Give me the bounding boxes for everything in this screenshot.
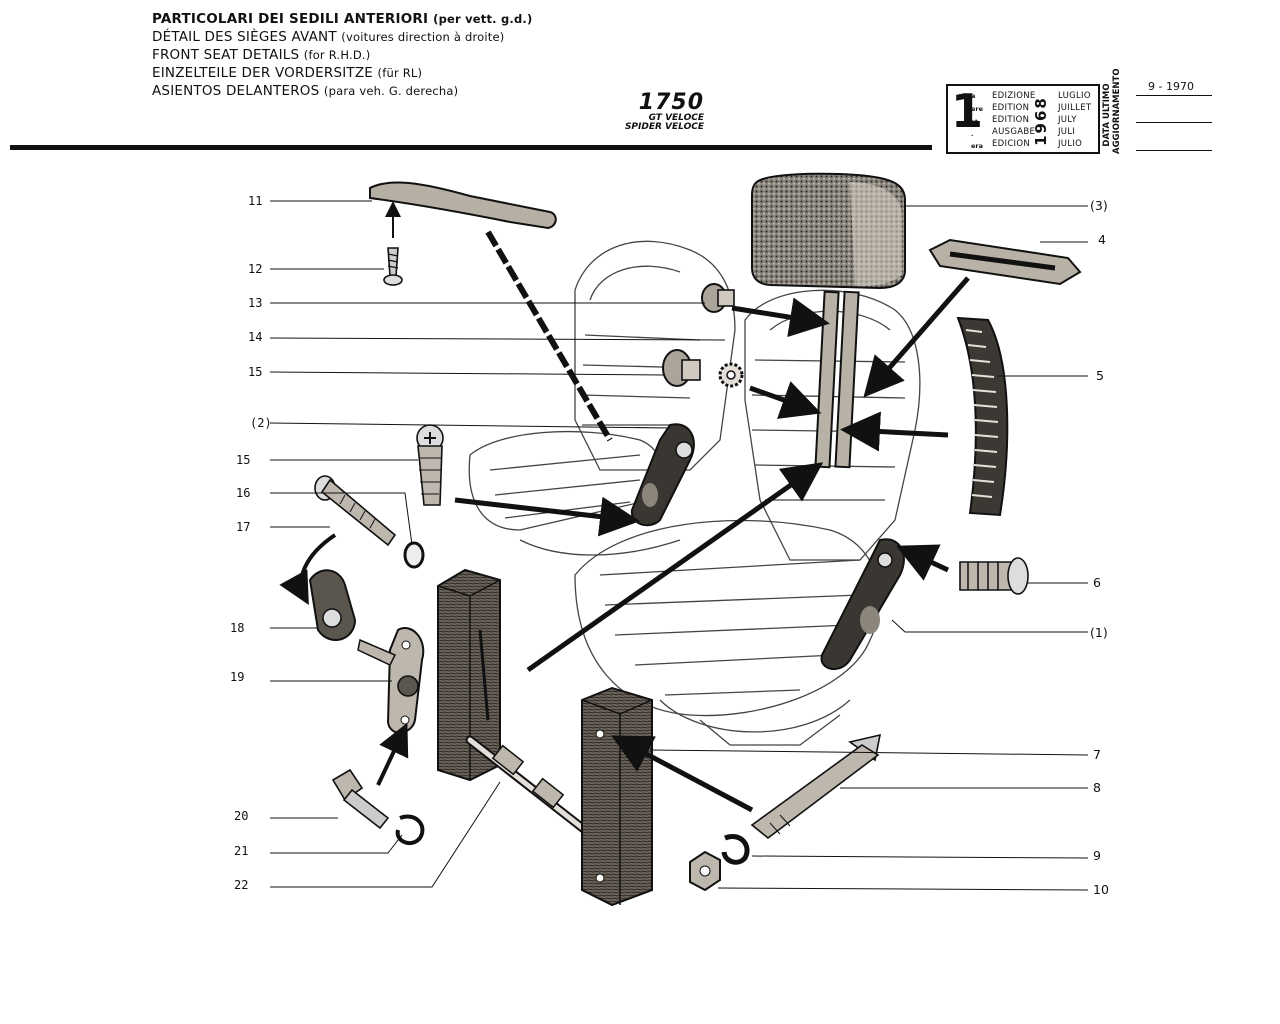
countersunk-bolt — [959, 557, 1029, 595]
callout-label: 12 — [248, 262, 262, 276]
callout-label: 9 — [1093, 848, 1101, 863]
callout-label: 10 — [1093, 882, 1109, 897]
rack-strip — [956, 316, 1009, 517]
washer — [721, 834, 750, 865]
header-rule — [10, 145, 932, 150]
edition-suffix: st — [971, 118, 978, 126]
callout-label: (1) — [1090, 625, 1108, 640]
edition-box: 1 a ere st . era EDIZIONE EDITION EDITIO… — [946, 84, 1100, 154]
callout-label: 17 — [236, 520, 250, 534]
callout-label: 16 — [236, 486, 250, 500]
trim-strip — [369, 181, 557, 230]
callout-label: 18 — [230, 621, 244, 635]
edition-suffix: a — [971, 92, 976, 100]
phillips-bolt — [416, 424, 444, 506]
edition-month: LUGLIO — [1058, 91, 1091, 101]
wood-block-right — [581, 686, 653, 907]
edition-month: JULI — [1058, 127, 1076, 137]
update-line — [1136, 95, 1212, 96]
bolt — [314, 475, 397, 547]
washer — [403, 541, 425, 569]
recline-lever-upper — [630, 423, 695, 527]
callout-label: 14 — [248, 330, 262, 344]
edition-label: EDIZIONE — [992, 91, 1036, 101]
long-bolt — [750, 733, 882, 840]
edition-month: JULIO — [1058, 139, 1083, 149]
knob — [701, 283, 735, 313]
edition-number: 1 — [951, 84, 984, 138]
assembly-arrows — [279, 201, 970, 813]
callout-label: (3) — [1090, 198, 1108, 213]
callout-label: 6 — [1093, 575, 1101, 590]
edition-label: AUSGABE — [992, 127, 1036, 137]
callout-label: 13 — [248, 296, 262, 310]
callout-label: 7 — [1093, 747, 1101, 762]
trim-plate — [928, 238, 1082, 286]
edition-label: EDITION — [992, 103, 1030, 113]
edition-suffix: ere — [971, 105, 984, 113]
coupling-rod — [465, 735, 590, 835]
callout-label: 15 — [236, 453, 250, 467]
callout-label: 15 — [248, 365, 262, 379]
title-german: EINZELTEILE DER VORDERSITZE (für RL) — [152, 65, 423, 81]
wing-nut — [308, 569, 357, 641]
hex-bolt — [331, 768, 390, 830]
hex-nut — [689, 850, 721, 892]
update-line — [1136, 150, 1212, 151]
wood-block-left — [437, 568, 501, 782]
callouts-left: 11 12 13 14 15 (2) 15 16 17 18 19 20 21 22 — [230, 194, 272, 892]
callout-label: 4 — [1098, 232, 1106, 247]
callout-label: (2) — [250, 416, 272, 430]
model-variant-gt: GT VELOCE — [648, 113, 704, 123]
callouts-right: (3) 4 5 6 (1) 7 8 9 10 — [1090, 198, 1109, 897]
model-variant-spider: SPIDER VELOCE — [624, 122, 704, 132]
title-italian: PARTICOLARI DEI SEDILI ANTERIORI (per ve… — [152, 11, 533, 27]
recline-lever-lower — [820, 538, 905, 670]
model-label: 1750 GT VELOCE SPIDER VELOCE — [622, 92, 704, 132]
lock-washer — [395, 814, 425, 846]
edition-label: EDICION — [992, 139, 1031, 149]
hinge-plate — [357, 627, 425, 734]
callout-label: 20 — [234, 809, 248, 823]
screw — [383, 247, 403, 286]
title-english: FRONT SEAT DETAILS (for R.H.D.) — [152, 47, 371, 63]
callout-label: 11 — [248, 194, 262, 208]
headrest — [751, 172, 906, 290]
update-value: 9 - 1970 — [1148, 80, 1194, 93]
leader-lines — [269, 200, 1089, 891]
serrated-nut — [718, 362, 744, 388]
callout-label: 21 — [234, 844, 248, 858]
edition-suffix: . — [971, 130, 974, 138]
title-block: PARTICOLARI DEI SEDILI ANTERIORI (per ve… — [152, 10, 532, 100]
callout-label: 8 — [1093, 780, 1101, 795]
callout-label: 19 — [230, 670, 244, 684]
headrest-guide-rails — [814, 290, 860, 469]
title-spanish: ASIENTOS DELANTEROS (para veh. G. derech… — [152, 83, 459, 99]
edition-suffix: era — [971, 142, 984, 150]
callout-label: 22 — [234, 878, 248, 892]
edition-month: JULY — [1058, 115, 1077, 125]
title-french: DÉTAIL DES SIÈGES AVANT (voitures direct… — [152, 29, 505, 45]
update-line — [1136, 122, 1212, 123]
edition-month: JUILLET — [1058, 103, 1092, 113]
model-number: 1750 — [638, 90, 704, 115]
rear-seat-outline — [468, 240, 736, 556]
callout-label: 5 — [1096, 368, 1104, 383]
knob — [662, 349, 701, 387]
edition-label: EDITION — [992, 115, 1030, 125]
